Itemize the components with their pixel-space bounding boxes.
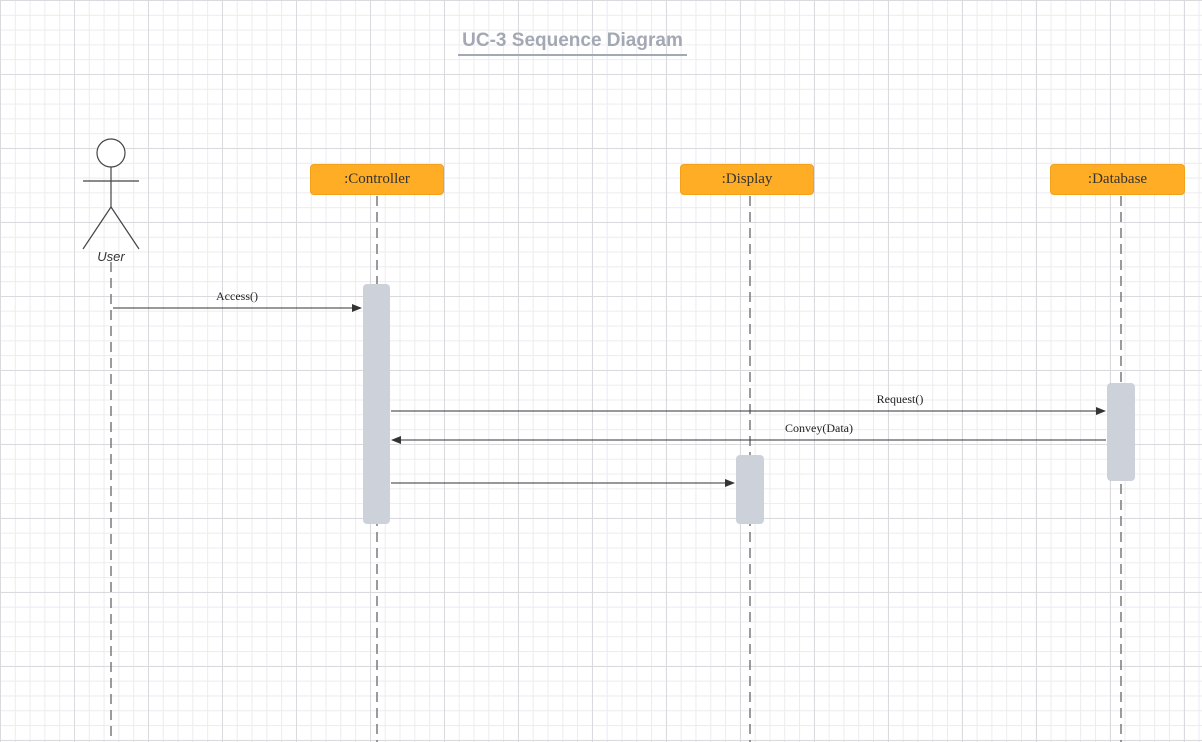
- participant-database-label: :Database: [1087, 171, 1148, 187]
- participant-controller[interactable]: :Controller: [310, 164, 444, 195]
- participant-database[interactable]: :Database: [1050, 164, 1185, 195]
- controller-activation: [363, 284, 390, 524]
- message-label-access: Access(): [216, 289, 258, 303]
- user-actor-icon: [82, 138, 140, 250]
- database-activation: [1107, 383, 1135, 481]
- diagram-title: UC-3 Sequence Diagram: [458, 30, 687, 56]
- participant-controller-label: :Controller: [344, 171, 410, 187]
- user-actor-label: User: [97, 249, 125, 264]
- message-label-request: Request(): [876, 392, 924, 406]
- participant-display-label: :Display: [721, 171, 773, 187]
- message-label-convey: Convey(Data): [785, 421, 853, 435]
- display-activation: [736, 455, 764, 524]
- participant-display[interactable]: :Display: [680, 164, 814, 195]
